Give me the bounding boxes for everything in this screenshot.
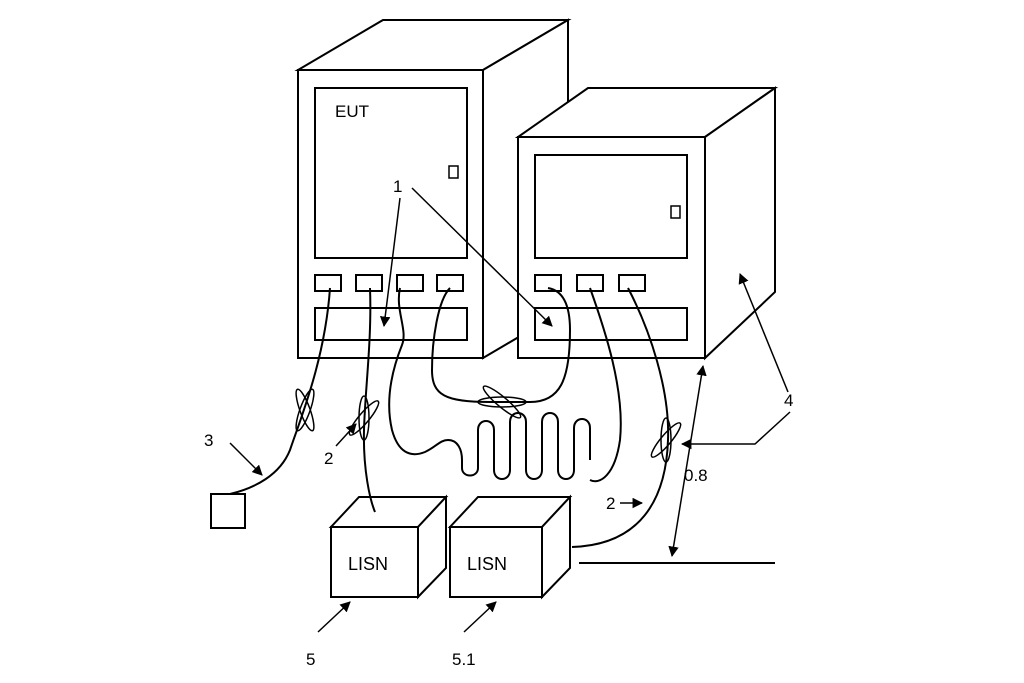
label-2b: 2 — [606, 494, 615, 513]
lisn-box-left: LISN — [328, 494, 449, 600]
label-5-1: 5.1 — [452, 650, 476, 669]
callout-arrows — [229, 187, 791, 633]
cable-peripheral — [229, 287, 331, 495]
label-4: 4 — [784, 391, 793, 410]
arrow-1b — [411, 187, 553, 327]
eut-lower-panel — [314, 307, 468, 341]
aux-port-1 — [534, 274, 562, 292]
arrow-2a — [335, 423, 357, 447]
arrow-4b — [738, 273, 789, 393]
arrow-3 — [229, 442, 263, 476]
arrow-5 — [317, 601, 351, 633]
auxiliary-cabinet — [514, 86, 779, 361]
aux-port-3 — [618, 274, 646, 292]
clamp-2 — [348, 395, 380, 441]
aux-front-panel — [534, 154, 688, 259]
peripheral-box — [210, 493, 246, 529]
cable-interconnect — [430, 287, 572, 403]
aux-port-2 — [576, 274, 604, 292]
eut-port-1 — [314, 274, 342, 292]
label-height: 0.8 — [684, 466, 708, 485]
clamp-3 — [477, 385, 527, 419]
arrow-1a — [379, 197, 401, 328]
cable-lisn-right — [571, 287, 670, 548]
eut-port-2 — [355, 274, 383, 292]
callout-labels: 1 3 2 2 4 0.8 5 5.1 — [204, 177, 793, 669]
aux-lower-panel — [534, 307, 688, 341]
eut-label: EUT — [335, 102, 369, 121]
eut-front-panel — [314, 87, 468, 259]
label-3: 3 — [204, 431, 213, 450]
eut-port-4 — [436, 274, 464, 292]
height-dimension — [668, 364, 707, 558]
cable-bundle-in — [388, 287, 449, 456]
label-1: 1 — [393, 177, 402, 196]
cable-lisn-left — [362, 287, 376, 513]
arrow-5-1 — [463, 601, 497, 633]
eut-indicator — [448, 165, 459, 179]
label-2a: 2 — [324, 449, 333, 468]
arrow-4a — [680, 411, 791, 450]
lisn-label-right: LISN — [467, 554, 507, 574]
cables — [229, 287, 670, 548]
cable-meander — [447, 412, 591, 480]
eut-port-3 — [396, 274, 424, 292]
lisn-label-left: LISN — [348, 554, 388, 574]
aux-indicator — [670, 205, 681, 219]
lisn-box-right: LISN — [447, 494, 573, 600]
label-5: 5 — [306, 650, 315, 669]
clamp-1 — [295, 388, 315, 432]
clamp-symbols — [295, 385, 682, 463]
cable-aux-loop — [589, 287, 622, 483]
